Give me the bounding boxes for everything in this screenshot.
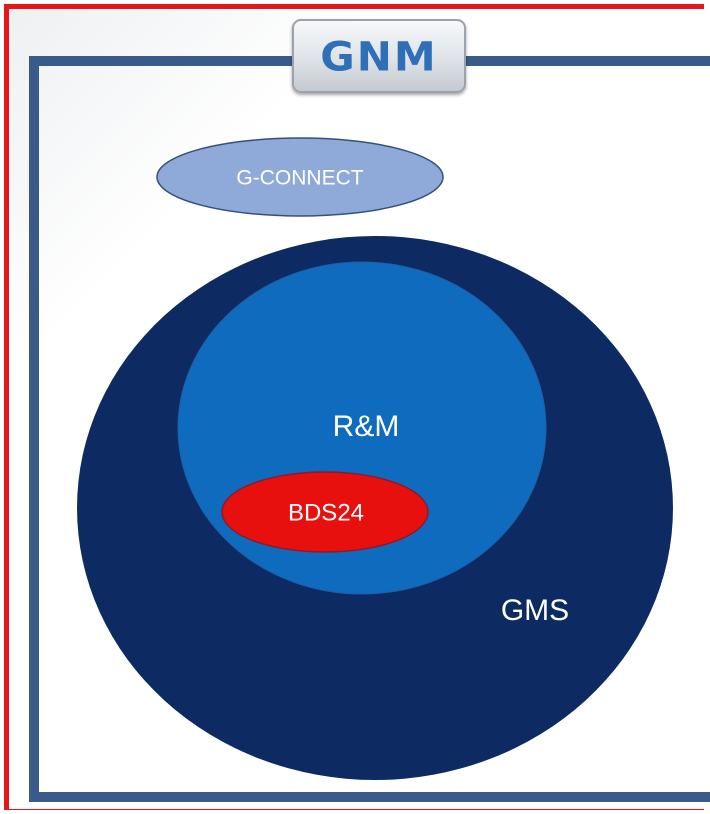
gconnect-label: G-CONNECT — [236, 167, 363, 190]
gnm-logo: GNM — [292, 19, 466, 93]
rm-label: R&M — [333, 410, 400, 443]
logo-text: GNM — [320, 32, 438, 80]
gconnect-ellipse — [156, 137, 444, 217]
bds24-ellipse — [221, 471, 429, 553]
bds24-label: BDS24 — [288, 499, 364, 526]
gms-label: GMS — [501, 594, 569, 627]
